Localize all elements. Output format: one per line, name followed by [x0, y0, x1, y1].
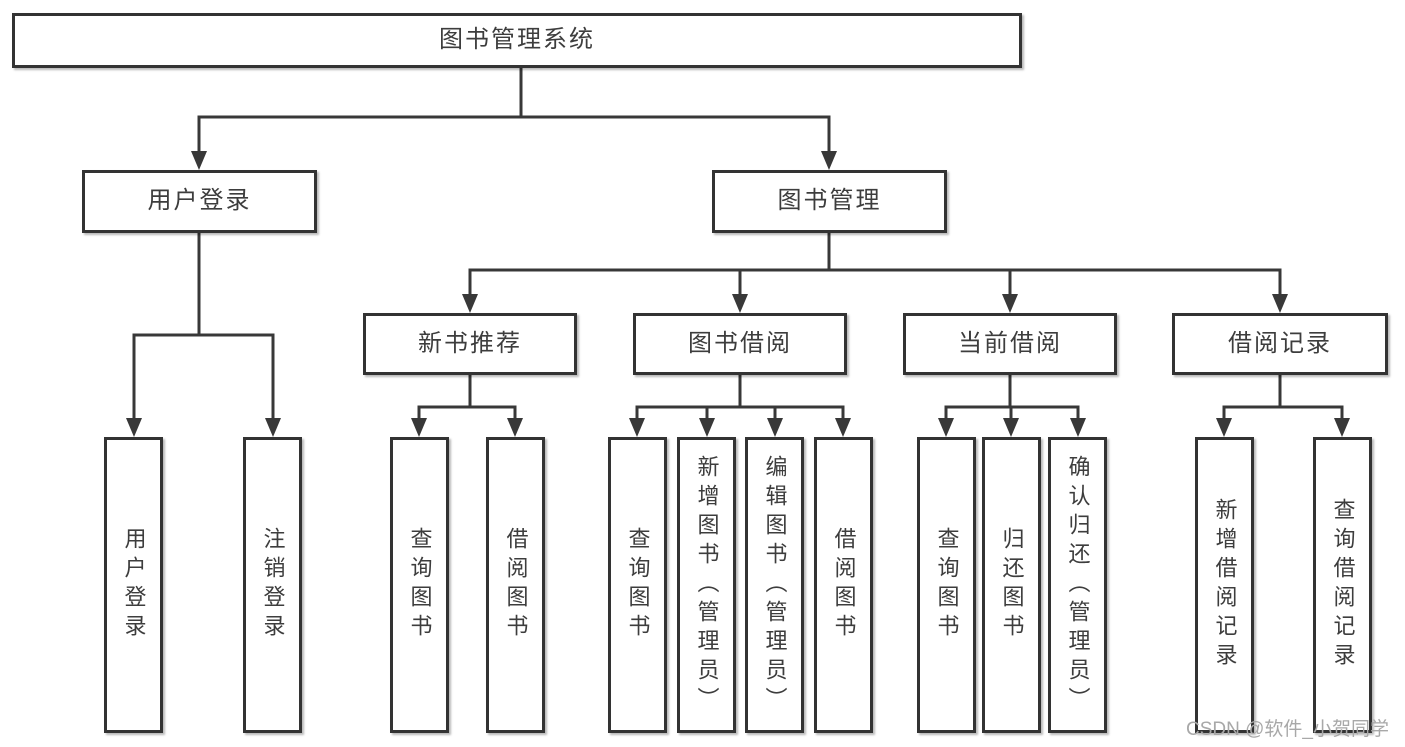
leaf-add-borrow-record-label: 新增借阅记录 [1212, 498, 1238, 672]
leaf-return-books-label: 归还图书 [999, 527, 1025, 643]
leaf-query-books-current: 查询图书 [917, 437, 976, 733]
watermark: CSDN @软件_小贺同学 [1186, 719, 1389, 740]
leaf-add-book-admin-label: 新增图书（管理员） [694, 454, 720, 716]
node-book-management-label: 图书管理 [777, 187, 882, 215]
leaf-borrow-books-recommend-label: 借阅图书 [503, 527, 529, 643]
leaf-user-login-label: 用户登录 [121, 527, 147, 643]
leaf-add-borrow-record: 新增借阅记录 [1195, 437, 1254, 733]
node-user-login-label: 用户登录 [147, 187, 252, 215]
leaf-query-books-recommend-label: 查询图书 [407, 527, 433, 643]
node-borrow-records: 借阅记录 [1172, 313, 1388, 375]
node-book-borrow: 图书借阅 [633, 313, 847, 375]
node-root: 图书管理系统 [12, 13, 1022, 68]
leaf-borrow-books: 借阅图书 [814, 437, 873, 733]
leaf-logout: 注销登录 [243, 437, 302, 733]
leaf-user-login: 用户登录 [104, 437, 163, 733]
leaf-confirm-return-admin: 确认归还（管理员） [1048, 437, 1107, 733]
node-new-book-recommend: 新书推荐 [363, 313, 577, 375]
node-book-management: 图书管理 [712, 170, 947, 233]
leaf-borrow-books-label: 借阅图书 [831, 527, 857, 643]
leaf-borrow-books-recommend: 借阅图书 [486, 437, 545, 733]
leaf-add-book-admin: 新增图书（管理员） [677, 437, 736, 733]
leaf-query-books-current-label: 查询图书 [934, 527, 960, 643]
node-borrow-records-label: 借阅记录 [1228, 329, 1332, 357]
leaf-return-books: 归还图书 [982, 437, 1041, 733]
node-current-borrow: 当前借阅 [903, 313, 1117, 375]
leaf-query-borrow-record-label: 查询借阅记录 [1330, 498, 1356, 672]
leaf-query-borrow-record: 查询借阅记录 [1313, 437, 1372, 733]
node-root-label: 图书管理系统 [439, 26, 595, 54]
leaf-edit-book-admin: 编辑图书（管理员） [745, 437, 804, 733]
node-user-login: 用户登录 [82, 170, 317, 233]
leaf-logout-label: 注销登录 [260, 527, 286, 643]
leaf-confirm-return-admin-label: 确认归还（管理员） [1065, 454, 1091, 716]
leaf-query-books-borrow: 查询图书 [608, 437, 667, 733]
leaf-query-books-recommend: 查询图书 [390, 437, 449, 733]
node-new-book-recommend-label: 新书推荐 [418, 329, 522, 357]
leaf-query-books-borrow-label: 查询图书 [625, 527, 651, 643]
node-current-borrow-label: 当前借阅 [958, 329, 1062, 357]
leaf-edit-book-admin-label: 编辑图书（管理员） [762, 454, 788, 716]
node-book-borrow-label: 图书借阅 [688, 329, 792, 357]
